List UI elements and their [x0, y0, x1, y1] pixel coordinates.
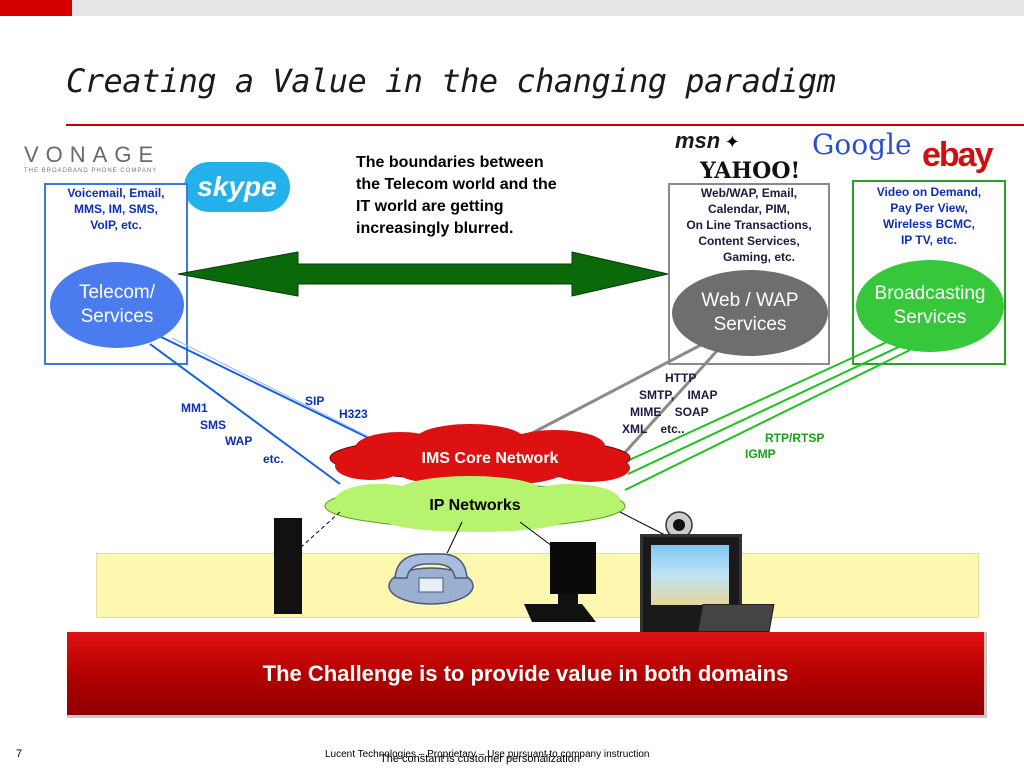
device-link	[619, 511, 666, 536]
slide-title: Creating a Value in the changing paradig…	[66, 62, 836, 100]
link-line	[624, 349, 911, 491]
protocol-label-mm1: MM1	[181, 401, 208, 415]
protocol-label-mime-soap: MIME SOAP	[630, 405, 709, 419]
ims-cloud-shape	[329, 424, 631, 486]
telecom-services-list: Voicemail, Email, MMS, IM, SMS, VoIP, et…	[44, 185, 188, 233]
protocol-label-sip: SIP	[305, 394, 325, 408]
yahoo-wordmark: YAHOO!	[700, 158, 801, 184]
protocol-label-sms: SMS	[200, 418, 227, 432]
node-label: Services	[80, 306, 154, 327]
service-item: Content Services,	[698, 234, 800, 248]
butterfly-icon: ✦	[724, 132, 740, 152]
keyboard-icon	[697, 604, 775, 632]
yahoo-logo: YAHOO!	[700, 158, 800, 184]
protocol-label-rtp: RTP/RTSP	[765, 431, 825, 445]
node-label: Services	[713, 314, 787, 335]
service-item: Video on Demand,	[876, 185, 982, 199]
footer-overlay-text: The constant is customer personalization	[380, 753, 580, 765]
skype-logo: skype	[184, 162, 290, 212]
challenge-banner-text: The Challenge is to provide value in bot…	[262, 660, 789, 686]
link-line	[624, 335, 901, 463]
challenge-banner: The Challenge is to provide value in bot…	[67, 632, 987, 718]
protocol-label-xml-etc: XML etc..	[622, 422, 685, 436]
msn-logo: msn ✦	[675, 128, 770, 154]
protocol-label-smtp-imap: SMTP, IMAP	[639, 388, 718, 402]
title-divider	[66, 124, 1024, 126]
note-line: The boundaries between	[356, 154, 544, 171]
protocol-label-h323: H323	[339, 407, 368, 421]
node-label: Web / WAP	[701, 290, 799, 311]
protocol-label-etc: etc.	[263, 452, 284, 466]
link-line	[514, 333, 721, 444]
ebay-logo: ebay	[922, 136, 993, 175]
top-bar	[72, 0, 1024, 16]
note-line: the Telecom world and the	[356, 176, 557, 193]
protocol-label-http: HTTP	[665, 371, 697, 385]
web-services-node: Web / WAP Services	[672, 270, 828, 356]
msn-wordmark: msn	[675, 128, 721, 153]
vonage-logo: VONAGE THE BROADBAND PHONE COMPANY	[24, 142, 182, 174]
service-item: Web/WAP, Email,	[700, 186, 798, 200]
google-logo: Google	[812, 128, 912, 161]
service-item: VoIP, etc.	[90, 218, 142, 232]
double-arrow	[177, 251, 669, 297]
note-line: increasingly blurred.	[356, 220, 514, 237]
blurred-boundaries-note: The boundaries between the Telecom world…	[356, 152, 626, 240]
service-item: Gaming, etc.	[722, 250, 796, 264]
skype-wordmark: skype	[197, 171, 277, 202]
protocol-label-wap: WAP	[225, 434, 253, 448]
broadcast-services-list: Video on Demand, Pay Per View, Wireless …	[852, 184, 1006, 248]
service-item: IP TV, etc.	[900, 233, 958, 247]
top-bar-accent	[0, 0, 72, 16]
ip-networks-label: IP Networks	[429, 497, 521, 514]
link-line	[627, 343, 906, 475]
node-label: Telecom/	[78, 282, 156, 303]
node-label: Broadcasting	[874, 283, 986, 304]
google-wordmark: Google	[812, 128, 912, 161]
protocol-label-igmp: IGMP	[745, 447, 776, 461]
link-line	[171, 337, 376, 441]
service-item: MMS, IM, SMS,	[74, 202, 158, 216]
ip-cloud-shape	[324, 476, 626, 532]
desktop-computer-icon	[524, 542, 596, 622]
desk-phone-icon	[388, 553, 474, 605]
ebay-wordmark: ebay	[922, 136, 993, 174]
service-item: Calendar, PIM,	[707, 202, 791, 216]
note-line: IT world are getting	[356, 198, 504, 215]
device-link	[299, 511, 341, 549]
vonage-tagline: THE BROADBAND PHONE COMPANY	[24, 168, 158, 174]
service-item: Voicemail, Email,	[67, 186, 165, 200]
page-number: 7	[16, 748, 23, 760]
footer-legal: Lucent Technologies – Proprietary – Use …	[325, 749, 650, 760]
web-services-list: Web/WAP, Email, Calendar, PIM, On Line T…	[668, 185, 830, 265]
node-label: Services	[893, 307, 967, 328]
service-item: Wireless BCMC,	[883, 217, 975, 231]
link-line	[149, 343, 341, 485]
service-item: On Line Transactions,	[686, 218, 812, 232]
link-line	[154, 333, 386, 447]
telecom-services-node: Telecom/Services	[50, 262, 184, 348]
tv-screen	[651, 545, 729, 605]
ims-core-network-label: IMS Core Network	[421, 450, 559, 467]
vonage-wordmark: VONAGE	[24, 142, 161, 167]
service-item: Pay Per View,	[890, 201, 968, 215]
mobile-device-icon	[274, 518, 302, 614]
